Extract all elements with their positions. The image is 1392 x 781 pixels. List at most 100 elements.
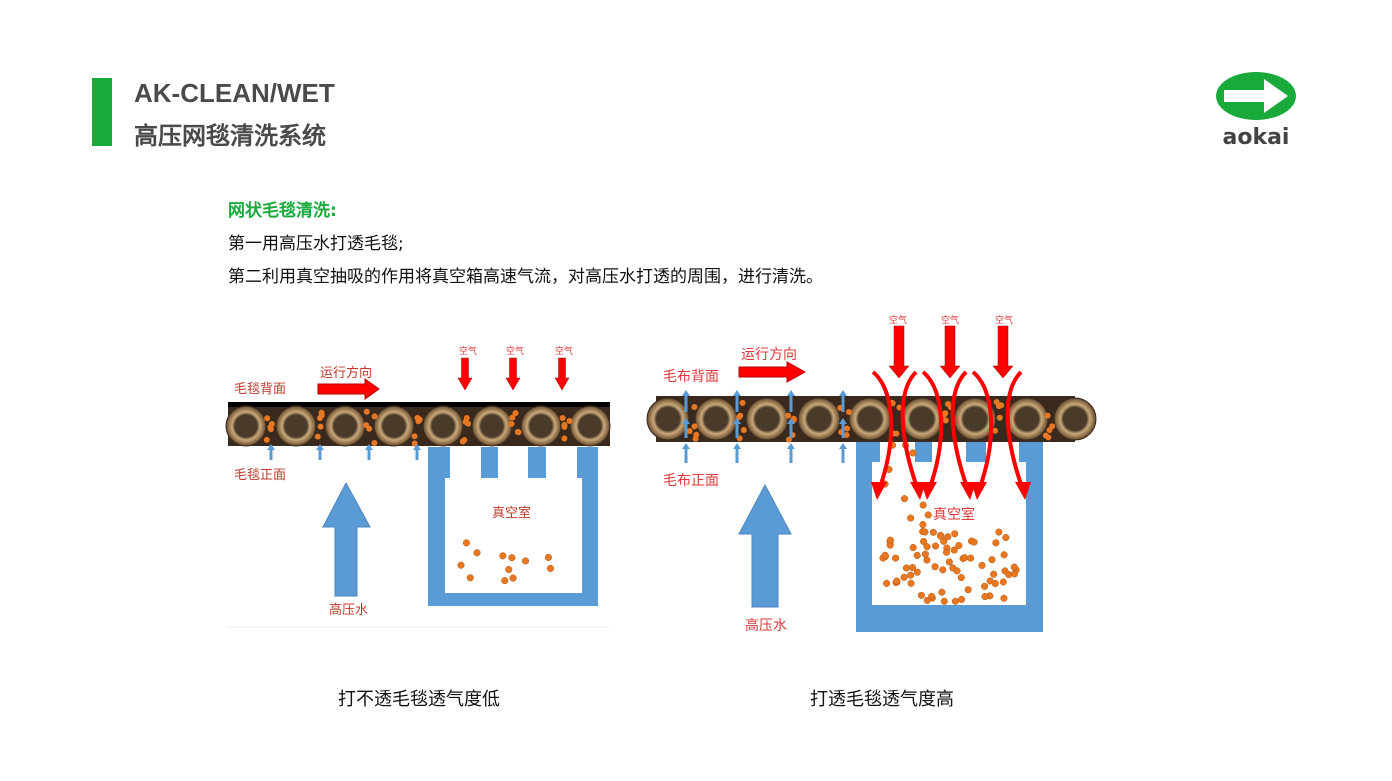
- airflow-arrowhead-icon: [971, 482, 987, 500]
- airflow-arrowhead-icon: [910, 482, 926, 500]
- particle: [465, 420, 472, 427]
- particle: [1044, 412, 1051, 419]
- particle: [924, 511, 932, 519]
- particle: [920, 537, 928, 546]
- particle: [509, 574, 517, 582]
- felt-front-label: 毛布正面: [663, 473, 719, 489]
- particle: [992, 539, 1000, 547]
- particle: [929, 528, 937, 536]
- roller: [324, 405, 366, 447]
- particle: [908, 564, 917, 572]
- particle: [931, 563, 939, 571]
- vacuum-chamber: [428, 447, 598, 606]
- small-up-arrow-icon: [787, 418, 795, 438]
- particle: [739, 399, 746, 406]
- aokai-logo: aokai: [1212, 70, 1302, 150]
- intro-heading: 网状毛毯清洗:: [228, 201, 337, 221]
- particle: [521, 557, 530, 565]
- particle: [693, 431, 700, 438]
- particle: [964, 586, 972, 594]
- air-down-arrow-icon: [505, 357, 521, 391]
- roller: [422, 405, 464, 447]
- small-up-arrow-icon: [787, 443, 795, 463]
- particle: [907, 571, 915, 579]
- particle: [990, 570, 998, 578]
- particle: [893, 430, 900, 437]
- particle: [1010, 563, 1018, 571]
- air-label: 空气: [555, 345, 573, 357]
- particle: [1005, 571, 1013, 579]
- particle: [939, 566, 947, 574]
- left-caption: 打不透毛毯透气度低: [338, 689, 500, 710]
- particle: [785, 412, 792, 419]
- particle: [457, 561, 465, 569]
- airflow-curve: [1005, 370, 1025, 491]
- airflow-curve: [971, 370, 994, 491]
- particle: [996, 414, 1003, 421]
- felt-front-label: 毛毯正面: [234, 468, 286, 483]
- particle: [691, 404, 698, 411]
- chamber-label: 真空室: [933, 506, 975, 523]
- air-down-arrow-icon: [554, 357, 570, 391]
- direction-arrow: [317, 378, 380, 400]
- small-up-arrow-icon: [682, 443, 690, 463]
- roller: [694, 397, 738, 441]
- particle: [1002, 533, 1010, 542]
- airflow-arrowhead-icon: [921, 482, 937, 500]
- particle: [892, 554, 900, 562]
- belt-top-edge: [228, 402, 610, 407]
- small-up-arrow-icon: [682, 390, 690, 412]
- small-up-arrow-icon: [839, 418, 847, 438]
- direction-arrow: [738, 361, 807, 383]
- small-up-arrow-icon: [413, 444, 421, 460]
- roller: [520, 405, 562, 447]
- roller: [745, 397, 789, 441]
- particle: [931, 542, 940, 550]
- particle: [883, 579, 891, 587]
- felt-back-label: 毛毯背面: [234, 382, 286, 397]
- vacuum-chamber: [856, 442, 1043, 632]
- particle: [978, 561, 986, 569]
- air-down-arrow-icon: [888, 325, 910, 379]
- roller: [848, 397, 892, 441]
- particle: [951, 597, 959, 605]
- small-up-arrow-icon: [787, 390, 795, 412]
- left-diagram: 毛毯背面 毛毯正面 运行方向 真空室 高压水 空气 空气 空气: [225, 345, 611, 628]
- particle: [845, 409, 852, 416]
- particle: [970, 538, 978, 546]
- small-up-arrow-icon: [267, 444, 275, 460]
- particle: [508, 554, 516, 562]
- particle: [950, 546, 958, 554]
- particle: [411, 440, 418, 447]
- felt-back-label: 毛布背面: [663, 369, 719, 385]
- water-label: 高压水: [745, 617, 787, 634]
- intro-text: 网状毛毯清洗: 第一用高压水打透毛毯; 第二利用真空抽吸的作用将真空箱高速气流，…: [228, 195, 823, 294]
- small-up-arrow-icon: [365, 444, 373, 460]
- particle: [463, 415, 470, 422]
- particle: [988, 556, 996, 564]
- particle: [508, 421, 515, 428]
- particle: [1049, 423, 1056, 430]
- particle: [462, 539, 471, 547]
- particle: [992, 427, 999, 434]
- particle: [949, 564, 957, 572]
- particle: [957, 595, 966, 604]
- particle: [909, 449, 917, 457]
- air-down-arrow-icon: [939, 325, 961, 379]
- particle: [923, 543, 931, 551]
- particle: [940, 597, 948, 605]
- particle: [999, 578, 1007, 586]
- particle: [740, 427, 747, 434]
- particle: [943, 548, 951, 556]
- particle: [923, 556, 931, 564]
- particle: [785, 436, 792, 443]
- particle: [512, 410, 519, 417]
- airflow-curve: [950, 370, 970, 491]
- particle: [505, 565, 513, 574]
- particle: [461, 437, 468, 444]
- particle: [466, 574, 474, 582]
- roller: [797, 397, 841, 441]
- particle: [561, 421, 568, 428]
- particle: [264, 415, 271, 422]
- roller: [646, 397, 690, 441]
